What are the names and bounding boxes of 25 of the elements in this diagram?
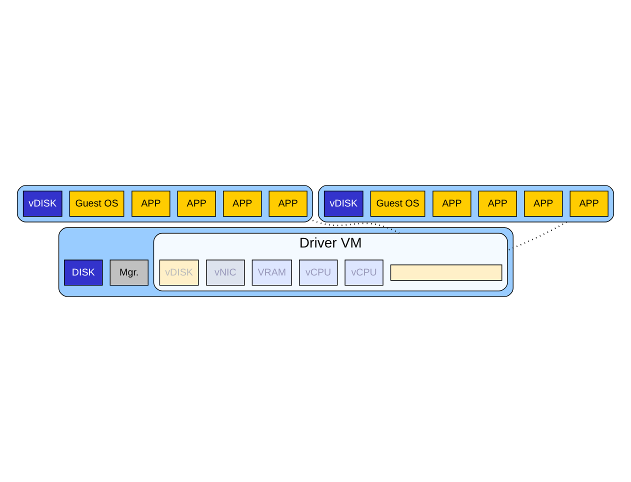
node-box: DISK: [64, 260, 103, 286]
node-box: vDISK: [22, 190, 62, 217]
node-box: vCPU: [344, 260, 384, 286]
node-box: VRAM: [252, 260, 292, 286]
node-box: Guest OS: [370, 190, 426, 217]
node-box: APP: [268, 190, 308, 217]
node-box: vDISK: [159, 260, 199, 286]
cluster: [16, 185, 314, 222]
node-box: vNIC: [206, 260, 245, 286]
node-box: vDISK: [324, 190, 364, 217]
connector: [312, 220, 400, 234]
node-box: APP: [524, 190, 563, 217]
node-box: APP: [132, 190, 170, 217]
connector: [507, 221, 567, 251]
node-box: Mgr.: [110, 260, 148, 286]
node-box: APP: [570, 190, 608, 217]
node-box: vCPU: [298, 260, 338, 286]
cluster: [58, 227, 514, 297]
node-box: APP: [478, 190, 517, 217]
node-box: APP: [432, 190, 472, 217]
node-box: APP: [177, 190, 216, 217]
node-box: [390, 264, 502, 281]
node-box: Guest OS: [69, 190, 124, 217]
cluster: [318, 185, 614, 222]
node-box: APP: [223, 190, 262, 217]
